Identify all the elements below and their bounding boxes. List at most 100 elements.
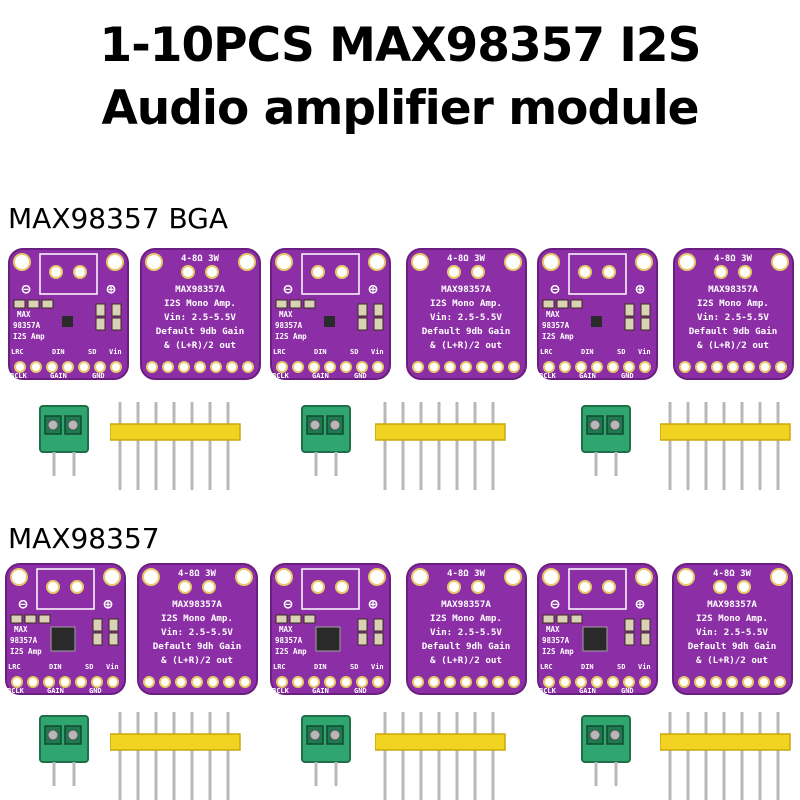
pin-pad (292, 676, 304, 688)
back-text-line: I2S Mono Amp. (430, 613, 502, 624)
pin-pad (356, 361, 368, 373)
pin-pad (476, 676, 488, 688)
smd-resistor (357, 618, 368, 632)
pin-pad (508, 676, 520, 688)
brand-line: I2S Amp (275, 647, 307, 656)
speaker-pad (602, 265, 616, 279)
speaker-pad (471, 265, 485, 279)
pin-label: Vin (371, 663, 384, 671)
pin-pad (91, 676, 103, 688)
back-text-line: Default 9dh Gain (422, 641, 511, 652)
pin-pad (412, 361, 424, 373)
pin-label: GAIN (47, 687, 64, 695)
pin-label: GAIN (312, 372, 329, 380)
pin-label: GND (354, 687, 367, 695)
pin-pad (292, 361, 304, 373)
mounting-hole (103, 568, 121, 586)
smd-capacitor (38, 614, 51, 624)
pin-label: GAIN (579, 372, 596, 380)
pin-pad (75, 676, 87, 688)
smd-resistor (92, 632, 103, 646)
pin-label: DIN (49, 663, 62, 671)
speaker-pad (202, 580, 216, 594)
smd-capacitor (542, 299, 555, 309)
pin-pad (207, 676, 219, 688)
speaker-terminal-outline (568, 253, 627, 295)
pin-pad (559, 361, 571, 373)
pcb-board (406, 563, 527, 695)
pin-pad (78, 361, 90, 373)
pin-label: BCLK (10, 372, 28, 380)
pin-pad (575, 361, 587, 373)
mounting-hole (635, 253, 653, 271)
pin-pad (543, 361, 555, 373)
pin-header (110, 402, 242, 490)
plus-label: ⊕ (368, 595, 377, 613)
pin-label: BCLK (7, 687, 25, 695)
pin-label: SD (350, 663, 358, 671)
back-text-line: Vin: 2.5-5.5V (430, 312, 502, 323)
back-text-line: Vin: 2.5-5.5V (164, 312, 236, 323)
smd-capacitor (542, 614, 555, 624)
speaker-pad (471, 580, 485, 594)
minus-label: ⊖ (21, 280, 30, 298)
smd-resistor (640, 632, 651, 646)
smd-resistor (640, 618, 651, 632)
smd-resistor (624, 303, 635, 317)
pin-pad (194, 361, 206, 373)
pin-label: Vin (371, 348, 384, 356)
back-text-line: Vin: 2.5-5.5V (430, 627, 502, 638)
mounting-hole (275, 253, 293, 271)
smd-capacitor (41, 299, 54, 309)
pin-label: BCLK (272, 687, 290, 695)
screw-terminal (36, 402, 94, 478)
smd-capacitor (289, 299, 302, 309)
back-text-line: I2S Mono Amp. (164, 298, 236, 309)
pin-pad (340, 676, 352, 688)
pin-pad (607, 676, 619, 688)
minus-label: ⊖ (550, 595, 559, 613)
mounting-hole (142, 568, 160, 586)
pin-label: GAIN (579, 687, 596, 695)
pin-pad (591, 676, 603, 688)
brand-line: 98357A (542, 636, 570, 645)
spec-label: 4-8Ω 3W (178, 569, 217, 579)
pin-pad (476, 361, 488, 373)
pcb-board (8, 248, 129, 380)
pin-pad (372, 676, 384, 688)
speaker-pad (737, 580, 751, 594)
brand-line: MAX (17, 310, 31, 319)
speaker-pad (714, 265, 728, 279)
smd-resistor (373, 317, 384, 331)
pcb-board (537, 248, 658, 380)
pin-pad (710, 676, 722, 688)
pin-label: Vin (638, 348, 651, 356)
amplifier-chip (582, 626, 608, 652)
pcb-board (673, 248, 794, 380)
pin-pad (372, 361, 384, 373)
pin-label: GAIN (312, 687, 329, 695)
mounting-hole (677, 568, 695, 586)
back-text-line: I2S Mono Amp. (696, 613, 768, 624)
speaker-pad (602, 580, 616, 594)
pin-label: Vin (638, 663, 651, 671)
pin-pad (428, 361, 440, 373)
pin-pad (356, 676, 368, 688)
back-text-line: MAX98357A (175, 284, 225, 295)
back-text-line: MAX98357A (441, 599, 491, 610)
section-label-bga: MAX98357 BGA (8, 202, 229, 235)
pin-pad (324, 676, 336, 688)
pin-label: SD (350, 348, 358, 356)
pin-pad (679, 361, 691, 373)
pin-label: DIN (581, 663, 594, 671)
brand-line: I2S Amp (275, 332, 307, 341)
brand-line: MAX (546, 310, 560, 319)
pin-pad (143, 676, 155, 688)
brand-line: 98357A (13, 321, 41, 330)
back-text-line: Vin: 2.5-5.5V (696, 627, 768, 638)
smd-resistor (95, 317, 106, 331)
